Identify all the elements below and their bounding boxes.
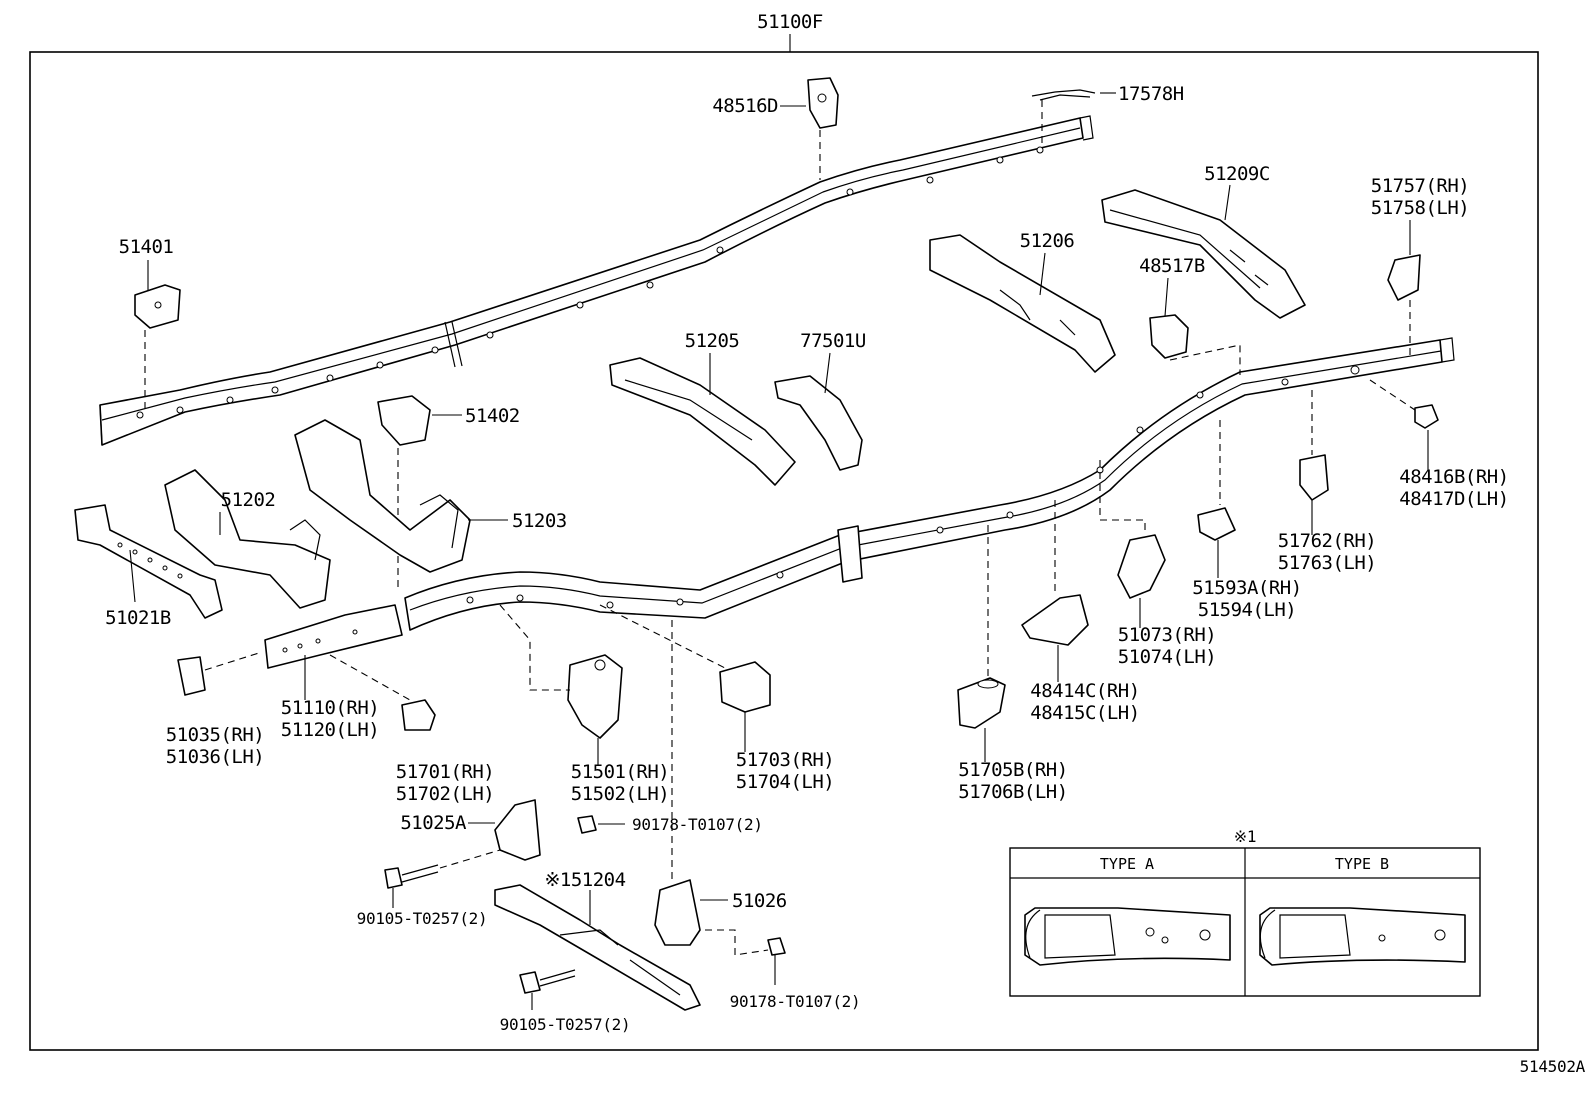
label-90178b: 90178-T0107(2) [730, 992, 861, 1011]
label-51110: 51110(RH) [281, 697, 379, 719]
part-51402-bracket [377, 395, 431, 446]
label-48415C: 48415C(LH) [1030, 702, 1139, 724]
part-51701-bracket [401, 699, 436, 731]
label-51209C: 51209C [1204, 163, 1270, 185]
label-51704: 51704(LH) [736, 771, 834, 793]
part-51209C-crossmember [1101, 189, 1306, 319]
label-51205: 51205 [685, 330, 740, 352]
label-51206: 51206 [1020, 230, 1075, 252]
label-48416B: 48416B(RH) [1399, 466, 1508, 488]
part-51593A-bracket [1197, 507, 1236, 541]
part-51202-crossmember [164, 469, 331, 609]
label-51594: 51594(LH) [1198, 599, 1296, 621]
label-51758: 51758(LH) [1371, 197, 1469, 219]
label-51701: 51701(RH) [396, 761, 494, 783]
part-51021B-crossmember [74, 504, 223, 619]
label-51021B: 51021B [105, 607, 171, 629]
part-51762-bracket [1299, 454, 1329, 501]
lower-frame-rail [404, 337, 1455, 631]
label-51073: 51073(RH) [1118, 624, 1216, 646]
part-51705B-bracket [957, 677, 1006, 729]
footer-code: 514502A [1520, 1057, 1586, 1076]
part-51025A-bracket [494, 799, 541, 861]
part-77501U-bracket [774, 375, 863, 471]
label-48516D: 48516D [712, 95, 778, 117]
diagram-border [29, 51, 1539, 1051]
label-51703: 51703(RH) [736, 749, 834, 771]
part-51703-bracket [719, 661, 771, 713]
part-51203-crossmember [294, 419, 471, 573]
part-48517B-bracket [1149, 314, 1189, 359]
part-51206-crossmember [929, 234, 1116, 373]
label-51763: 51763(LH) [1278, 552, 1376, 574]
part-90178a-nut [577, 815, 597, 834]
label-90105b: 90105-T0257(2) [500, 1015, 631, 1034]
part-90105a-bolt [384, 864, 439, 889]
label-51401: 51401 [119, 236, 174, 258]
label-51036: 51036(LH) [166, 746, 264, 768]
part-51110-extension [264, 604, 403, 669]
part-51501-bracket [567, 654, 623, 739]
label-17578H: 17578H [1118, 83, 1184, 105]
part-51401-bracket [134, 284, 181, 329]
part-51026-bracket [654, 879, 701, 946]
type-inset-box [1009, 847, 1481, 997]
inset-type-b-label: TYPE B [1335, 855, 1389, 873]
label-51025A: 51025A [400, 812, 467, 834]
part-48516D-bracket [807, 77, 839, 129]
label-48414C: 48414C(RH) [1030, 680, 1139, 702]
label-51203: 51203 [512, 510, 567, 532]
part-51035-plate [177, 656, 206, 696]
inset-type-a-label: TYPE A [1100, 855, 1154, 873]
label-90178a: 90178-T0107(2) [632, 815, 763, 834]
part-90105b-bolt [519, 969, 576, 994]
part-90178b-nut [767, 937, 786, 956]
part-48416B-plug [1414, 404, 1439, 429]
part-17578H-plate [1031, 89, 1096, 101]
label-51074: 51074(LH) [1118, 646, 1216, 668]
label-51202: 51202 [221, 489, 276, 511]
label-51120: 51120(LH) [281, 719, 379, 741]
label-51501: 51501(RH) [571, 761, 669, 783]
label-51705B: 51705B(RH) [958, 759, 1067, 781]
inset-marker: ※1 [1234, 827, 1256, 846]
label-51035: 51035(RH) [166, 724, 264, 746]
label-48517B: 48517B [1139, 255, 1205, 277]
label-51502: 51502(LH) [571, 783, 669, 805]
label-48417D: 48417D(LH) [1399, 488, 1508, 510]
upper-frame-rail [99, 115, 1094, 446]
label-51757: 51757(RH) [1371, 175, 1469, 197]
label-151204: ※151204 [544, 869, 625, 891]
label-51706B: 51706B(LH) [958, 781, 1067, 803]
label-90105a: 90105-T0257(2) [357, 909, 488, 928]
label-51026: 51026 [732, 890, 787, 912]
label-51702: 51702(LH) [396, 783, 494, 805]
part-51757-bracket [1387, 254, 1421, 301]
part-51073-bracket [1117, 534, 1166, 599]
part-151204-crossmember [494, 884, 701, 1011]
part-48414C-bracket [1021, 594, 1089, 646]
label-77501U: 77501U [800, 330, 866, 352]
part-51205-crossmember [609, 357, 796, 486]
label-51402: 51402 [465, 405, 520, 427]
label-51100F: 51100F [757, 11, 823, 33]
label-51593A: 51593A(RH) [1192, 577, 1301, 599]
label-51762: 51762(RH) [1278, 530, 1376, 552]
